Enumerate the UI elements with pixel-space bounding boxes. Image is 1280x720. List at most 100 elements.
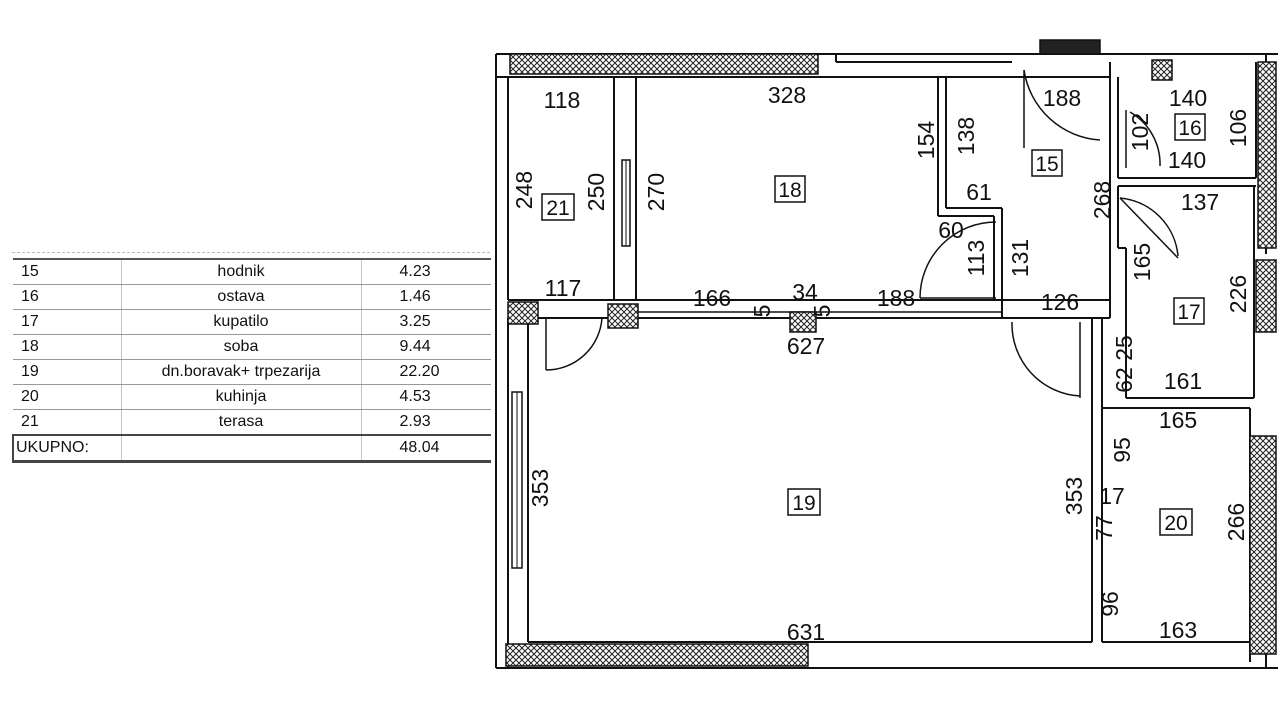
hatched-wall bbox=[505, 643, 809, 667]
room-number-21: 21 bbox=[546, 197, 569, 220]
room-name-cell: kupatilo bbox=[121, 309, 362, 335]
table-top-line bbox=[12, 252, 490, 253]
room-name-cell: terasa bbox=[121, 409, 362, 436]
hatched-column bbox=[789, 311, 817, 333]
doors bbox=[545, 69, 1179, 398]
room-number-cell: 16 bbox=[13, 284, 122, 310]
room-number-15: 15 bbox=[1035, 153, 1058, 176]
room-number-cell: 17 bbox=[13, 309, 122, 335]
room-number-box bbox=[1173, 297, 1205, 325]
dimension-label: 166 bbox=[693, 285, 731, 311]
dimension-label: 102 bbox=[1127, 113, 1153, 151]
room-area-cell: 22.20 bbox=[361, 359, 491, 385]
door-leaf bbox=[1119, 197, 1179, 259]
dimension-label: 106 bbox=[1225, 109, 1251, 147]
dimension-label: 266 bbox=[1223, 503, 1249, 541]
room-number-16: 16 bbox=[1178, 117, 1201, 140]
room-number-cell: 15 bbox=[13, 258, 122, 285]
table-row: 20 kuhinja 4.53 bbox=[13, 384, 491, 410]
room-number-19: 19 bbox=[792, 492, 815, 515]
dimension-label: 62 bbox=[1111, 367, 1137, 393]
hatched-wall bbox=[509, 53, 819, 75]
total-value: 48.04 bbox=[361, 434, 491, 463]
dimension-label: 60 bbox=[938, 217, 964, 243]
room-number-box bbox=[787, 488, 821, 516]
room-number-cell: 20 bbox=[13, 384, 122, 410]
table-row: 21 terasa 2.93 bbox=[13, 409, 491, 436]
dimension-label: 268 bbox=[1089, 181, 1115, 219]
table-total-row: UKUPNO: 48.04 bbox=[12, 434, 491, 463]
room-area-cell: 3.25 bbox=[361, 309, 491, 335]
door-swing-arc bbox=[919, 221, 997, 299]
room-number-18: 18 bbox=[778, 179, 801, 202]
table-row: 15 hodnik 4.23 bbox=[13, 258, 491, 285]
room-number-cell: 18 bbox=[13, 334, 122, 360]
room-number-box bbox=[541, 193, 575, 221]
room-name-cell: soba bbox=[121, 334, 362, 360]
dimension-label: 5 bbox=[749, 305, 775, 318]
dimension-label: 165 bbox=[1129, 243, 1155, 281]
dimension-label: 328 bbox=[768, 82, 806, 108]
door-swing-arc bbox=[1023, 69, 1101, 141]
dimension-label: 154 bbox=[913, 121, 939, 160]
dimension-label: 353 bbox=[527, 469, 553, 507]
dimension-label: 137 bbox=[1181, 189, 1219, 215]
dimension-label: 5 bbox=[809, 305, 835, 318]
dimension-label: 165 bbox=[1159, 407, 1197, 433]
dimension-label: 250 bbox=[583, 173, 609, 211]
door-swing-arc bbox=[1011, 321, 1081, 397]
hatched-column bbox=[1151, 59, 1173, 81]
room-area-cell: 2.93 bbox=[361, 409, 491, 436]
dimension-label: 96 bbox=[1097, 591, 1123, 617]
room-area-cell: 1.46 bbox=[361, 284, 491, 310]
room-number-cell: 21 bbox=[13, 409, 122, 436]
dimension-label: 140 bbox=[1169, 85, 1207, 111]
hatched-wall bbox=[1255, 259, 1277, 333]
table-row: 19 dn.boravak+ trpezarija 22.20 bbox=[13, 359, 491, 385]
total-label: UKUPNO: bbox=[12, 434, 122, 463]
dimension-label: 163 bbox=[1159, 617, 1197, 643]
room-area-cell: 4.53 bbox=[361, 384, 491, 410]
dimension-label: 113 bbox=[963, 240, 989, 277]
room-number-17: 17 bbox=[1177, 301, 1200, 324]
hatched-wall bbox=[1249, 435, 1277, 655]
dimension-labels: 118 328 188 140 102 106 140 154 138 248 … bbox=[511, 82, 1251, 645]
total-spacer bbox=[121, 434, 362, 463]
door-swing-arc bbox=[1129, 111, 1161, 167]
dimension-label: 627 bbox=[787, 333, 825, 359]
dimension-label: 270 bbox=[643, 173, 669, 211]
dimension-label: 25 bbox=[1111, 335, 1137, 361]
hatched-column bbox=[607, 303, 639, 329]
dimension-label: 138 bbox=[953, 117, 979, 155]
dimension-label: 126 bbox=[1041, 289, 1079, 315]
dimension-label: 117 bbox=[545, 275, 582, 301]
room-area-table: 15 hodnik 4.23 16 ostava 1.46 17 kupatil… bbox=[12, 258, 491, 463]
room-area-cell: 9.44 bbox=[361, 334, 491, 360]
table-row: 18 soba 9.44 bbox=[13, 334, 491, 360]
room-name-cell: kuhinja bbox=[121, 384, 362, 410]
hatched-wall bbox=[1257, 61, 1277, 249]
dimension-label: 248 bbox=[511, 171, 537, 209]
dimension-label: 188 bbox=[877, 285, 915, 311]
dimension-label: 131 bbox=[1007, 239, 1033, 277]
door-swing-arc bbox=[545, 317, 603, 371]
room-name-cell: dn.boravak+ trpezarija bbox=[121, 359, 362, 385]
dimension-label: 61 bbox=[966, 179, 992, 205]
dimension-label: 631 bbox=[787, 619, 825, 645]
dimension-label: 161 bbox=[1164, 368, 1202, 394]
dimension-label: 118 bbox=[544, 87, 581, 113]
room-labels: 15 16 17 18 19 20 21 bbox=[541, 113, 1206, 536]
dimension-label: 77 bbox=[1091, 515, 1117, 541]
room-name-cell: hodnik bbox=[121, 258, 362, 285]
dimension-label: 17 bbox=[1099, 483, 1125, 509]
table-row: 16 ostava 1.46 bbox=[13, 284, 491, 310]
hatched-column bbox=[507, 301, 539, 325]
walls bbox=[495, 53, 1278, 669]
dimension-label: 140 bbox=[1168, 147, 1206, 173]
hatched-walls bbox=[505, 39, 1277, 667]
room-number-box bbox=[1159, 508, 1193, 536]
room-number-box bbox=[1174, 113, 1206, 141]
room-name-cell: ostava bbox=[121, 284, 362, 310]
room-number-20: 20 bbox=[1164, 512, 1187, 535]
